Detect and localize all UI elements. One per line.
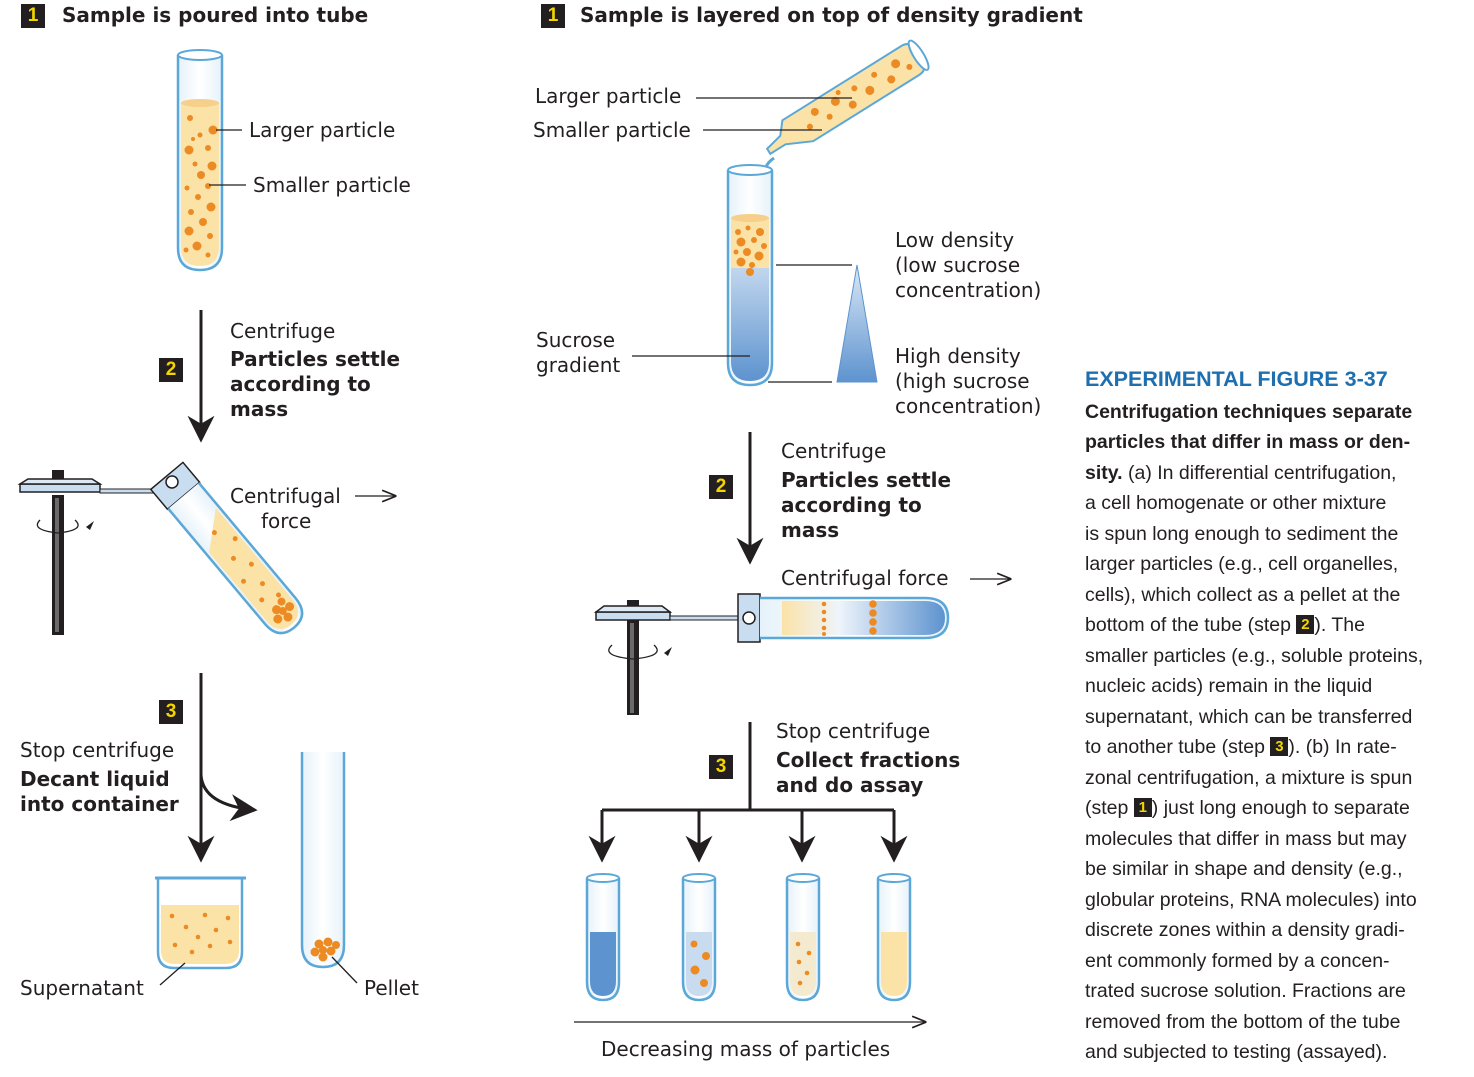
- caption-text: bottom of the tube (step: [1085, 614, 1297, 636]
- caption-line: and subjected to testing (assayed).: [1085, 1041, 1388, 1063]
- centrifuge-label-right: Centrifuge: [781, 439, 887, 463]
- settle-line1-left: Particles settle: [230, 347, 401, 371]
- caption-text: ). The: [1314, 614, 1365, 636]
- settle-line2-left: according to: [230, 372, 371, 396]
- caption-bold-word: sity.: [1085, 461, 1123, 484]
- collect-line2: and do assay: [776, 773, 924, 797]
- caption-line: (step 1) just long enough to separate: [1085, 793, 1470, 824]
- figure-caption: EXPERIMENTAL FIGURE 3-37 Centrifugation …: [1085, 364, 1470, 1068]
- step3-badge-left: 3: [159, 700, 183, 724]
- smaller-particle-label-left: Smaller particle: [253, 173, 411, 197]
- density-cone: [836, 264, 878, 383]
- caption-line: supernatant, which can be transferred: [1085, 705, 1413, 728]
- caption-line: globular proteins, RNA molecules) into: [1085, 888, 1417, 911]
- sucrose-gradient-line2: gradient: [536, 353, 621, 377]
- spinning-tube-right: [737, 593, 950, 643]
- smaller-particle-label-right: Smaller particle: [533, 118, 691, 142]
- caption-text: ) just long enough to separate: [1151, 797, 1410, 819]
- caption-bold-line: Centrifugation techniques separate: [1085, 400, 1413, 423]
- centrifugal-line2-left: force: [261, 509, 312, 533]
- high-density-line2: (high sucrose: [895, 369, 1030, 393]
- caption-text: (step: [1085, 797, 1134, 819]
- caption-line: bottom of the tube (step 2). The: [1085, 610, 1470, 641]
- step3-badge-right: 3: [709, 755, 733, 779]
- caption-line: molecules that differ in mass but may: [1085, 827, 1407, 850]
- caption-line: cells), which collect as a pellet at the: [1085, 583, 1401, 606]
- caption-line: smaller particles (e.g., soluble protein…: [1085, 644, 1424, 667]
- spinning-tube-left: [149, 461, 304, 635]
- centrifuge-right: [593, 600, 743, 715]
- caption-line: ent commonly formed by a concen-: [1085, 949, 1390, 972]
- fraction-tube-2: [681, 873, 717, 1002]
- settle-line2-right: according to: [781, 493, 922, 517]
- pellet-tube: [300, 752, 346, 969]
- caption-line: discrete zones within a density gradi-: [1085, 919, 1405, 941]
- caption-line: trated sucrose solution. Fractions are: [1085, 980, 1406, 1002]
- pellet-label: Pellet: [364, 976, 419, 1000]
- high-density-line3: concentration): [895, 394, 1042, 418]
- inline-step-badge: 1: [1133, 798, 1152, 817]
- caption-line: zonal centrifugation, a mixture is spun: [1085, 766, 1413, 789]
- step1-badge-right: 1: [541, 4, 565, 28]
- caption-text: ). (b) In rate-: [1288, 736, 1397, 758]
- step1-title-left: Sample is poured into tube: [62, 3, 369, 27]
- caption-text: to another tube (step: [1085, 736, 1271, 758]
- step1-title-right: Sample is layered on top of density grad…: [580, 3, 1083, 27]
- caption-bold-line: particles that differ in mass or den-: [1085, 431, 1411, 453]
- caption-line: be similar in shape and density (e.g.,: [1085, 858, 1403, 880]
- sucrose-gradient-line1: Sucrose: [536, 328, 616, 352]
- centrifuge-label-left: Centrifuge: [230, 319, 336, 343]
- gradient-tube: [726, 164, 774, 387]
- low-density-line2: (low sucrose: [895, 253, 1021, 277]
- stop-centrifuge-right: Stop centrifuge: [776, 719, 931, 743]
- inline-step-badge: 3: [1270, 737, 1289, 756]
- larger-particle-label-left: Larger particle: [249, 118, 396, 142]
- centrifuge-left: [17, 470, 176, 635]
- decant-line1: Decant liquid: [20, 767, 170, 791]
- caption-line: removed from the bottom of the tube: [1085, 1010, 1401, 1033]
- fraction-tube-1: [585, 873, 621, 1002]
- settle-line3-left: mass: [230, 397, 289, 421]
- arrow-step3-left: [187, 673, 258, 863]
- step2-badge-right: 2: [709, 475, 733, 499]
- step2-badge-left: 2: [159, 358, 183, 382]
- centrifugal-force-label-right: Centrifugal force: [781, 566, 949, 590]
- step1-badge-left: 1: [21, 4, 45, 28]
- low-density-line3: concentration): [895, 278, 1042, 302]
- pouring-tube: [765, 39, 930, 156]
- sample-tube-left: [176, 49, 224, 272]
- decreasing-mass-label: Decreasing mass of particles: [601, 1037, 891, 1061]
- low-density-line1: Low density: [895, 228, 1015, 252]
- arrow-step3-right: [588, 722, 908, 863]
- collect-line1: Collect fractions: [776, 748, 961, 772]
- centrifugal-line1-left: Centrifugal: [230, 484, 341, 508]
- caption-line: is spun long enough to sediment the: [1085, 522, 1399, 545]
- caption-line: a cell homogenate or other mixture: [1085, 492, 1387, 514]
- settle-line3-right: mass: [781, 518, 840, 542]
- high-density-line1: High density: [895, 344, 1021, 368]
- particles-left-tube: [183, 115, 218, 258]
- larger-particle-label-right: Larger particle: [535, 84, 682, 108]
- caption-text: (a) In differential centrifugation,: [1122, 461, 1397, 484]
- caption-line: to another tube (step 3). (b) In rate-: [1085, 732, 1470, 763]
- beaker-supernatant: [155, 876, 246, 970]
- fraction-tube-3: [785, 873, 821, 1002]
- caption-line: sity. (a) In differential centrifugation…: [1085, 458, 1470, 489]
- fraction-tube-4: [876, 873, 912, 1002]
- stop-centrifuge-left: Stop centrifuge: [20, 738, 175, 762]
- settle-line1-right: Particles settle: [781, 468, 952, 492]
- inline-step-badge: 2: [1296, 615, 1315, 634]
- decant-line2: into container: [20, 792, 179, 816]
- caption-line: nucleic acids) remain in the liquid: [1085, 675, 1373, 697]
- supernatant-label: Supernatant: [20, 976, 144, 1000]
- caption-heading: EXPERIMENTAL FIGURE 3-37: [1085, 367, 1388, 391]
- caption-line: larger particles (e.g., cell organelles,: [1085, 553, 1399, 575]
